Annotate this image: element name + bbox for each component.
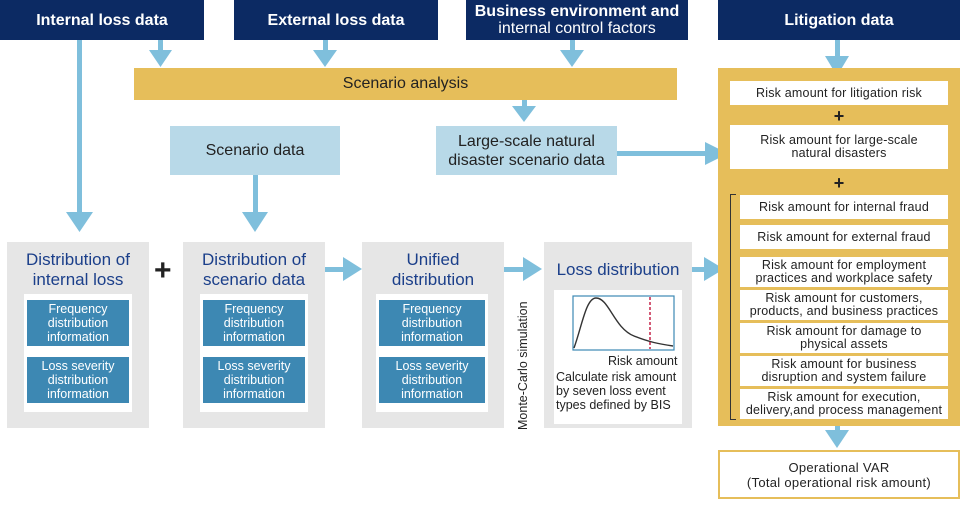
- large-scale-line1: Large-scale natural: [458, 132, 595, 150]
- calc-text-line1: Calculate risk amount: [556, 370, 677, 384]
- litigation-risk-box: Risk amount for litigation risk: [730, 81, 948, 105]
- title-line1: Distribution of: [202, 250, 306, 269]
- arrowhead-to-unified: [343, 257, 362, 281]
- calc-text-line2: by seven loss event: [556, 384, 666, 398]
- arrow-to-events: [692, 267, 708, 272]
- calc-text-line3: types defined by BIS: [556, 398, 671, 412]
- event-customers: Risk amount for customers,products, and …: [740, 290, 948, 320]
- arrowhead-to-events: [704, 257, 724, 281]
- arrowhead-ext1: [149, 50, 172, 67]
- plus-sign: +: [833, 106, 845, 126]
- loss-distribution-title: Loss distribution: [556, 260, 680, 279]
- internal-loss-data-header: Internal loss data: [0, 0, 204, 40]
- risk-amount-label: Risk amount: [608, 354, 678, 368]
- arrowhead-to-natural: [705, 142, 728, 165]
- arrow-to-unified: [325, 267, 347, 272]
- event-execution: Risk amount for execution,delivery,and p…: [740, 389, 948, 419]
- business-env-line2: internal control factors: [498, 20, 656, 37]
- litigation-label: Litigation data: [784, 11, 894, 29]
- risk-amount-column: Risk amount for litigation risk + Risk a…: [718, 68, 960, 426]
- arrow-litigation: [835, 40, 840, 60]
- title-line1: Distribution of: [26, 250, 130, 269]
- title-line1: Unified: [406, 250, 460, 269]
- arrow-internal-down: [77, 40, 82, 216]
- chart-frame: [572, 295, 675, 351]
- arrowhead-scenario: [242, 212, 268, 232]
- scenario-data-box: Scenario data: [170, 126, 340, 175]
- arrow-largescale: [522, 100, 527, 110]
- business-environment-header: Business environment and internal contro…: [466, 0, 688, 40]
- arrowhead-largescale: [512, 106, 536, 122]
- large-scale-scenario-box: Large-scale natural disaster scenario da…: [436, 126, 617, 175]
- loss-curve-chart: [572, 295, 675, 351]
- calc-text: Calculate risk amount by seven loss even…: [556, 370, 680, 412]
- operational-var-title: Operational VAR: [788, 459, 890, 475]
- event-types-bracket: [730, 194, 736, 420]
- monte-carlo-label: Monte-Carlo simulation: [516, 301, 530, 430]
- arrowhead-to-var: [825, 430, 849, 448]
- scenario-data-label: Scenario data: [205, 142, 305, 159]
- arrow-to-loss: [503, 267, 527, 272]
- scenario-analysis-bar: Scenario analysis: [134, 68, 677, 100]
- arrowhead-internal: [66, 212, 93, 232]
- loss-chart-panel: Risk amount Calculate risk amount by sev…: [554, 290, 682, 424]
- arrow-scenario: [253, 175, 258, 216]
- internal-loss-label: Internal loss data: [36, 11, 168, 29]
- title-line2: internal loss: [32, 270, 124, 289]
- scenario-distribution-title: Distribution of scenario data: [183, 250, 325, 290]
- arrow-to-natural: [617, 151, 709, 156]
- arrowhead-litigation: [825, 56, 849, 76]
- plus-sign: +: [833, 173, 845, 193]
- title-line2: scenario data: [202, 270, 306, 289]
- event-internal-fraud: Risk amount for internal fraud: [740, 195, 948, 219]
- external-loss-label: External loss data: [267, 11, 405, 29]
- arrow-external: [323, 40, 328, 54]
- operational-var-subtitle: (Total operational risk amount): [746, 474, 932, 490]
- large-scale-line2: disaster scenario data: [448, 151, 605, 169]
- litigation-data-header: Litigation data: [718, 0, 960, 40]
- business-env-line1: Business environment and: [474, 3, 680, 20]
- arrowhead-business: [560, 50, 584, 67]
- arrowhead-to-loss: [523, 257, 542, 281]
- loss-distribution-panel: Loss distribution Risk amount Calculate …: [544, 242, 692, 428]
- internal-loss-distribution-title: Distribution of internal loss: [7, 250, 149, 290]
- operational-var-box: Operational VAR (Total operational risk …: [718, 450, 960, 499]
- external-loss-data-header: External loss data: [234, 0, 438, 40]
- plus-sign: +: [154, 254, 172, 287]
- scenario-analysis-label: Scenario analysis: [342, 75, 469, 92]
- arrow-business: [570, 40, 575, 54]
- unified-distribution-title: Unified distribution: [362, 250, 504, 290]
- event-external-fraud: Risk amount for external fraud: [740, 225, 948, 249]
- natural-disasters-box: Risk amount for large-scale natural disa…: [730, 125, 948, 169]
- arrowhead-ext2: [313, 50, 337, 67]
- title-line2: distribution: [391, 270, 475, 289]
- loss-curve: [573, 297, 674, 349]
- arrow-internal-to-scenario: [158, 40, 163, 54]
